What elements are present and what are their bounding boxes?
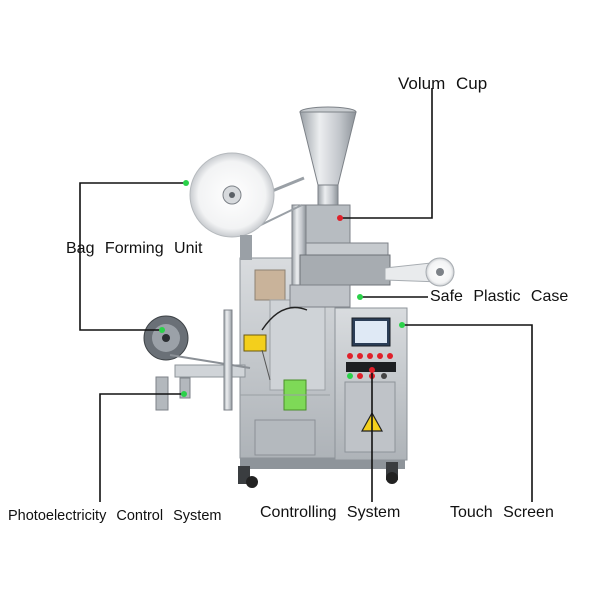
dot-bag-forming-lower bbox=[159, 327, 165, 333]
dot-controlling bbox=[369, 367, 375, 373]
leader-photoelectricity bbox=[99, 393, 184, 502]
label-bag-forming-unit: Bag Forming Unit bbox=[66, 240, 203, 257]
main-cabinet bbox=[239, 257, 336, 459]
right-film-roll bbox=[384, 257, 455, 287]
label-photoelectricity-control-system: Photoelectricity Control System bbox=[8, 508, 222, 524]
label-touch-screen: Touch Screen bbox=[450, 504, 554, 521]
label-safe-plastic-case: Safe Plastic Case bbox=[430, 288, 569, 305]
dot-safe-case bbox=[357, 294, 363, 300]
leader-volum-cup bbox=[340, 88, 433, 219]
leader-touch-screen bbox=[402, 324, 533, 502]
bag-forming-roll bbox=[189, 152, 275, 260]
side-rails bbox=[223, 306, 308, 411]
dot-volum-cup bbox=[337, 215, 343, 221]
dot-bag-forming bbox=[183, 180, 189, 186]
label-controlling-system: Controlling System bbox=[260, 504, 401, 521]
dot-touch-screen bbox=[399, 322, 405, 328]
control-panel: ! bbox=[334, 307, 408, 461]
leader-lines bbox=[79, 88, 533, 502]
callout-dots bbox=[159, 180, 405, 397]
label-volum-cup: Volum Cup bbox=[398, 74, 488, 93]
volum-cup-hopper bbox=[299, 106, 389, 256]
dot-photoelectricity bbox=[181, 391, 187, 397]
leader-bag-forming bbox=[79, 182, 186, 331]
